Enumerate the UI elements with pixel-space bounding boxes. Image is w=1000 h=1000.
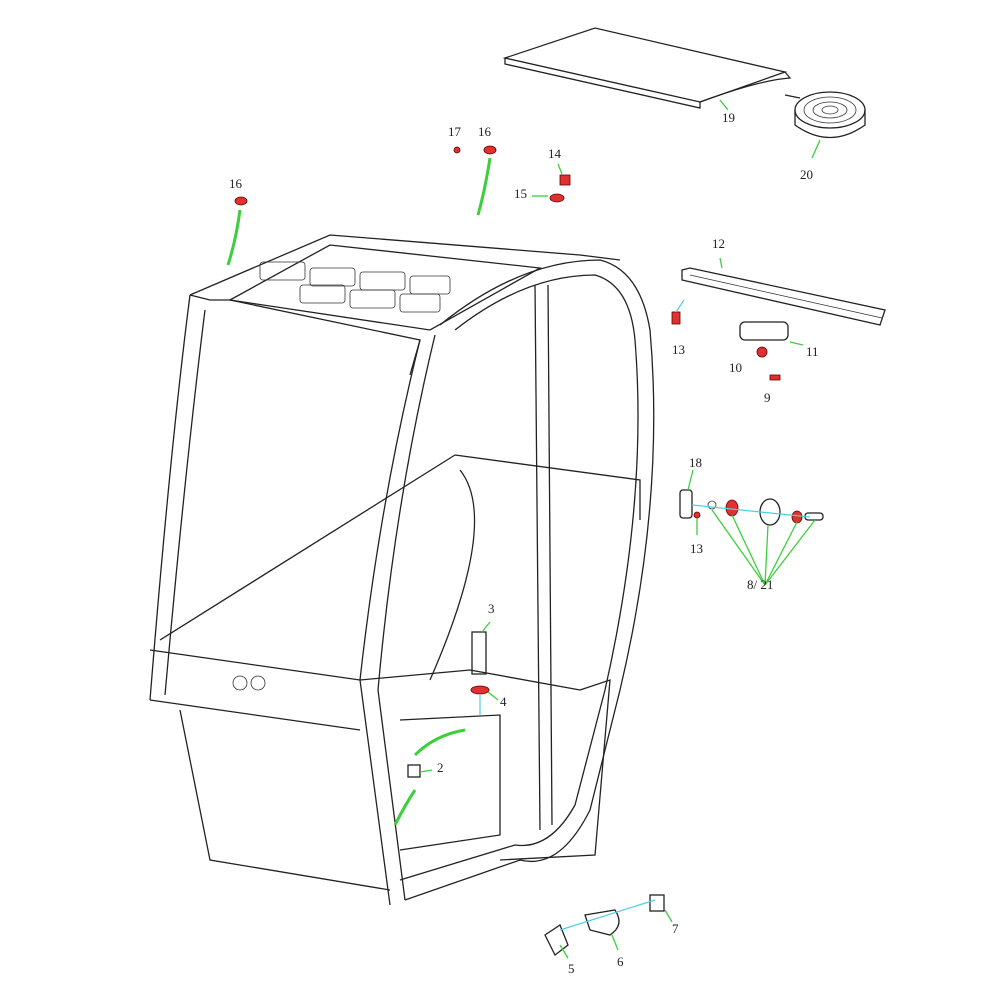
roof-panel bbox=[502, 27, 792, 109]
callout-11: 11 bbox=[806, 344, 819, 359]
callout-13: 13 bbox=[672, 342, 685, 357]
callout-15: 15 bbox=[514, 186, 527, 201]
callout-20: 20 bbox=[800, 167, 813, 182]
callout-19: 19 bbox=[722, 110, 735, 125]
callout-17: 17 bbox=[448, 124, 461, 139]
callout-2: 2 bbox=[437, 760, 444, 775]
callout-7: 7 bbox=[672, 921, 679, 936]
assembly-axes bbox=[479, 299, 811, 931]
callout-16: 16 bbox=[229, 176, 242, 191]
callout-18: 18 bbox=[689, 455, 702, 470]
callout-3: 3 bbox=[488, 601, 495, 616]
callout-8-21: 8/ 21 bbox=[747, 577, 774, 592]
fasteners bbox=[234, 145, 824, 956]
callout-13: 13 bbox=[690, 541, 703, 556]
callout-12: 12 bbox=[712, 236, 725, 251]
callout-16: 16 bbox=[478, 124, 491, 139]
callout-10: 10 bbox=[729, 360, 742, 375]
seal-roll bbox=[784, 91, 866, 138]
cab-frame bbox=[149, 234, 655, 906]
rail bbox=[681, 267, 886, 326]
callout-4: 4 bbox=[500, 694, 507, 709]
callout-14: 14 bbox=[548, 146, 561, 161]
callout-9: 9 bbox=[764, 390, 771, 405]
insertion-arrows bbox=[226, 157, 492, 826]
callout-5: 5 bbox=[568, 961, 575, 976]
callout-6: 6 bbox=[617, 954, 624, 969]
leader-lines bbox=[419, 99, 821, 959]
